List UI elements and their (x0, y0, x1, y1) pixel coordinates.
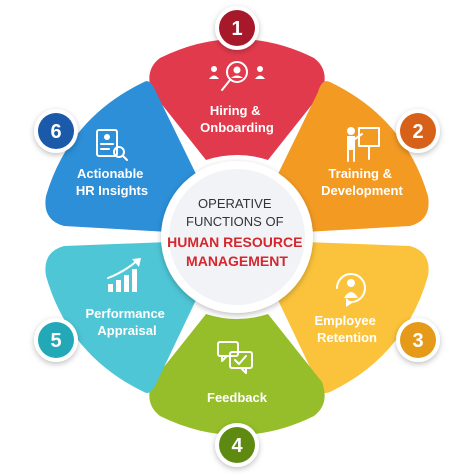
svg-text:OPERATIVE FUNCTIONS OF: OPERATIVE FUNCTIONS OF HUMAN RESOURCE MA… (167, 195, 307, 269)
segment-hiring-onboarding: Hiring & Onboarding (149, 39, 325, 160)
people-search-icon (209, 61, 265, 91)
svg-text:Employee Retention: Employee Retention (314, 313, 379, 345)
employee-retention-icon (336, 273, 366, 307)
growth-chart-icon (107, 258, 141, 292)
segment-performance-appraisal: Performance Appraisal (45, 242, 197, 393)
svg-text:Feedback: Feedback (207, 390, 268, 405)
svg-text:Hiring & Onboarding: Hiring & Onboarding (200, 103, 274, 135)
badge-2: 2 (396, 109, 440, 153)
segment-6-label-line2: HR Insights (76, 183, 148, 198)
segment-6-label-line1: Actionable (77, 166, 143, 181)
segment-1-label-line1: Hiring & (210, 103, 261, 118)
segment-3-label-line1: Employee (314, 313, 375, 328)
badge-3: 3 (396, 318, 440, 362)
badge-4: 4 (215, 423, 259, 467)
segment-5-petal (45, 242, 197, 393)
segment-3-label-line2: Retention (317, 330, 377, 345)
badge-1-number: 1 (231, 18, 242, 40)
segment-4-label-line1: Feedback (207, 390, 268, 405)
segment-2-label-line2: Development (321, 183, 403, 198)
center-title-line2: FUNCTIONS OF (186, 214, 284, 229)
segment-2-label-line1: Training & (328, 166, 392, 181)
segment-feedback: Feedback (149, 314, 325, 435)
segment-5-label-line2: Appraisal (97, 323, 156, 338)
badge-5-number: 5 (50, 330, 61, 352)
segment-4-petal (149, 314, 325, 435)
segment-3-petal (278, 242, 429, 393)
svg-text:Performance Appraisal: Performance Appraisal (85, 306, 168, 338)
center-title-line1: OPERATIVE (198, 196, 272, 211)
badge-1: 1 (215, 6, 259, 50)
segment-5-label-line1: Performance (85, 306, 164, 321)
badge-6: 6 (34, 109, 78, 153)
badge-2-number: 2 (412, 121, 423, 143)
report-search-icon (96, 129, 128, 161)
segment-actionable-hr-insights: Actionable HR Insights (45, 81, 196, 232)
segment-1-petal (149, 39, 325, 160)
chat-bubbles-icon (217, 341, 253, 374)
badge-5: 5 (34, 318, 78, 362)
svg-text:Training & Development: Training & Development (321, 166, 403, 198)
center-title-line4: MANAGEMENT (186, 253, 288, 269)
segment-1-label-line2: Onboarding (200, 120, 274, 135)
center-hub: OPERATIVE FUNCTIONS OF HUMAN RESOURCE MA… (161, 161, 313, 313)
svg-text:Actionable HR Insights: Actionable HR Insights (76, 166, 148, 198)
center-title-line3: HUMAN RESOURCE (167, 234, 302, 250)
presentation-icon (347, 127, 380, 162)
badge-6-number: 6 (50, 121, 61, 143)
badge-3-number: 3 (412, 330, 423, 352)
segment-training-development: Training & Development (278, 81, 429, 232)
badge-4-number: 4 (231, 435, 243, 457)
segment-employee-retention: Employee Retention (278, 242, 429, 393)
